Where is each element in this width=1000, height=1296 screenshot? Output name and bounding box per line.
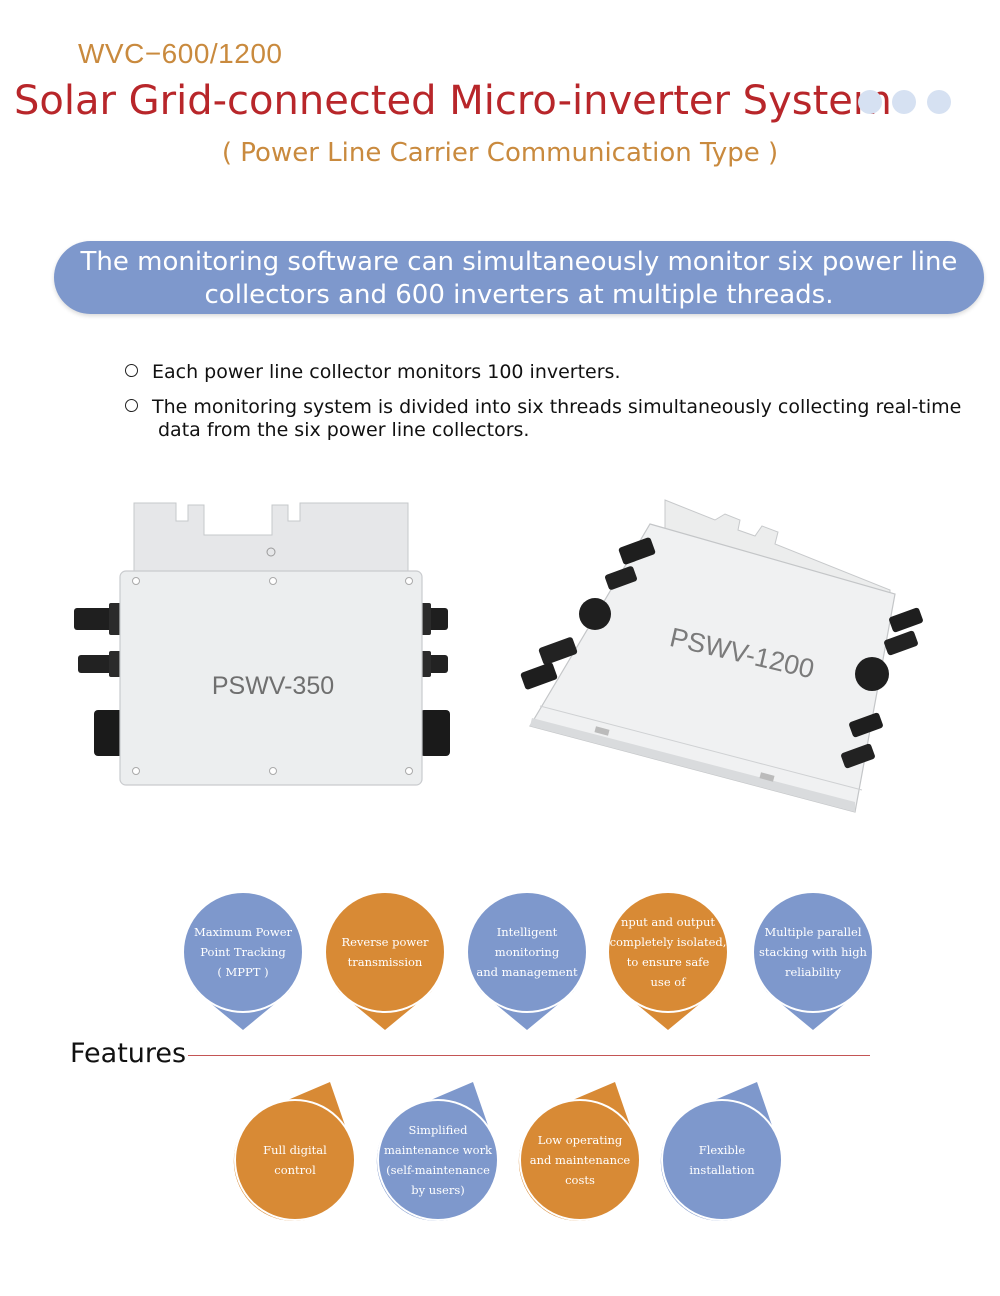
- feature-badge-line: stacking with high: [759, 945, 867, 959]
- bullet-text-continued: data from the six power line collectors.: [158, 419, 530, 441]
- feature-badge-label: Full digital control: [225, 1140, 365, 1180]
- product-model-label: PSWV-350: [212, 672, 334, 700]
- feature-badge-line: control: [274, 1163, 316, 1177]
- feature-badge-line: (self-maintenance: [386, 1163, 490, 1177]
- feature-badge: Full digital control: [225, 1080, 365, 1230]
- feature-badge-line: installation: [689, 1163, 755, 1177]
- feature-badge-line: Point Tracking: [200, 945, 286, 959]
- features-heading: Features: [70, 1038, 187, 1069]
- features-divider: [188, 1055, 870, 1056]
- feature-badge-line: use of: [650, 975, 686, 989]
- feature-badge: Simplified maintenance work (self-maintena…: [368, 1080, 508, 1230]
- feature-badge-line: ( MPPT ): [217, 965, 269, 979]
- feature-badge-line: Simplified: [408, 1123, 468, 1137]
- feature-badge-line: Intelligent: [496, 925, 558, 939]
- feature-badge: Multiple parallel stacking with high relia…: [743, 882, 883, 1032]
- feature-badge-line: nput and output: [620, 915, 716, 929]
- banner-line-2: collectors and 600 inverters at multiple…: [204, 280, 834, 310]
- feature-badge-line: Full digital: [263, 1143, 327, 1157]
- info-banner: [54, 241, 984, 314]
- product-image-pswv-350: PSWV-350: [74, 502, 450, 786]
- feature-badge-line: Low operating: [537, 1133, 623, 1147]
- feature-badge-line: transmission: [347, 955, 423, 969]
- info-banner-text: The monitoring software can simultaneous…: [54, 246, 984, 312]
- feature-badge-line: Flexible: [698, 1143, 746, 1157]
- decorative-dot-1: [858, 90, 882, 114]
- page-subtitle: ( Power Line Carrier Communication Type …: [221, 138, 779, 168]
- model-code: WVC−600/1200: [78, 38, 283, 69]
- feature-badge-line: by users): [411, 1183, 465, 1197]
- feature-badge-label: Simplified maintenance work (self-maintena…: [368, 1120, 508, 1200]
- decorative-dot-3: [927, 90, 951, 114]
- feature-badge-label: Low operating and maintenance costs: [510, 1130, 650, 1190]
- decorative-dot-2: [892, 90, 916, 114]
- feature-badge-line: costs: [565, 1173, 595, 1187]
- bullet-item-1: Each power line collector monitors 100 i…: [125, 361, 621, 383]
- circle-bullet-icon: [125, 364, 138, 377]
- feature-badge-line: monitoring: [494, 945, 560, 959]
- feature-badge-line: completely isolated,: [609, 935, 727, 949]
- page-title: Solar Grid-connected Micro-inverter Syst…: [14, 78, 892, 124]
- feature-badge: Low operating and maintenance costs: [510, 1080, 650, 1230]
- feature-badge-label: Multiple parallel stacking with high relia…: [743, 922, 883, 982]
- feature-badge: nput and output completely isolated, to en…: [598, 882, 738, 1032]
- feature-badge-line: reliability: [784, 965, 842, 979]
- feature-badge-line: and maintenance: [529, 1153, 631, 1167]
- bullet-text: The monitoring system is divided into si…: [152, 396, 962, 418]
- bullet-text: Each power line collector monitors 100 i…: [152, 361, 621, 383]
- feature-badge-line: Reverse power: [341, 935, 429, 949]
- feature-badge-line: and management: [476, 965, 578, 979]
- feature-badge: Reverse power transmission: [315, 882, 455, 1032]
- feature-badge-line: maintenance work: [383, 1143, 493, 1157]
- feature-badge-line: to ensure safe: [626, 955, 710, 969]
- feature-badge-label: nput and output completely isolated, to en…: [598, 912, 738, 992]
- product-image-pswv-1200: PSWV-1200: [520, 499, 923, 813]
- feature-badge: Intelligent monitoring and management: [457, 882, 597, 1032]
- feature-badge-label: Flexible installation: [652, 1140, 792, 1180]
- circle-bullet-icon: [125, 399, 138, 412]
- feature-badge-label: Intelligent monitoring and management: [457, 922, 597, 982]
- feature-badge-line: Maximum Power: [193, 925, 292, 939]
- feature-badge: Flexible installation: [652, 1080, 792, 1230]
- feature-badge-line: Multiple parallel: [764, 925, 862, 939]
- feature-badge-label: Reverse power transmission: [315, 932, 455, 972]
- bullet-item-2: The monitoring system is divided into si…: [125, 396, 961, 418]
- banner-line-1: The monitoring software can simultaneous…: [80, 247, 958, 277]
